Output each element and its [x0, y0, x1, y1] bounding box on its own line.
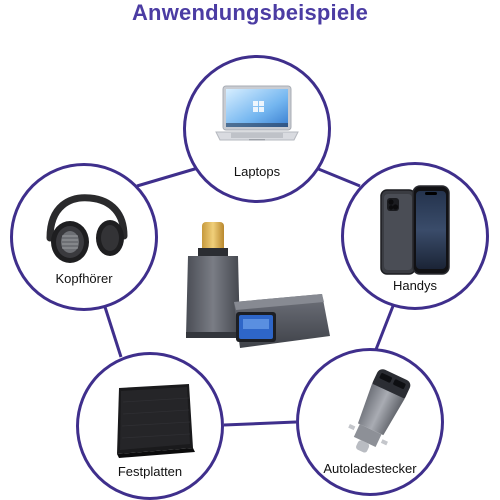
- node-label-festplatten: Festplatten: [117, 464, 183, 479]
- node-label-autoladestecker: Autoladestecker: [323, 461, 417, 476]
- usb-c-otg-adapter-icon: [186, 222, 330, 348]
- node-handys: Handys: [341, 162, 489, 310]
- node-autoladestecker: Autoladestecker: [296, 348, 444, 496]
- node-label-handys: Handys: [392, 278, 438, 293]
- connector-laptops-handys: [315, 166, 361, 188]
- connector-kopfhoerer-festplatten: [103, 306, 123, 358]
- node-label-laptops: Laptops: [233, 164, 281, 179]
- connector-festplatten-autolade: [223, 420, 297, 427]
- car-charger-icon: [348, 369, 411, 453]
- connector-laptops-kopfhoerer: [136, 166, 199, 188]
- headphones-icon: [46, 194, 128, 263]
- laptop-icon: [215, 85, 299, 141]
- node-label-kopfhoerer: Kopfhörer: [55, 271, 113, 286]
- node-kopfhoerer: Kopfhörer: [10, 163, 158, 311]
- node-festplatten: Festplatten: [76, 352, 224, 500]
- page-title: Anwendungsbeispiele: [131, 0, 369, 25]
- node-laptops: Laptops: [183, 55, 331, 203]
- hard-drive-icon: [117, 384, 195, 458]
- smartphone-icon: [380, 185, 450, 275]
- connector-handys-autolade: [373, 305, 395, 353]
